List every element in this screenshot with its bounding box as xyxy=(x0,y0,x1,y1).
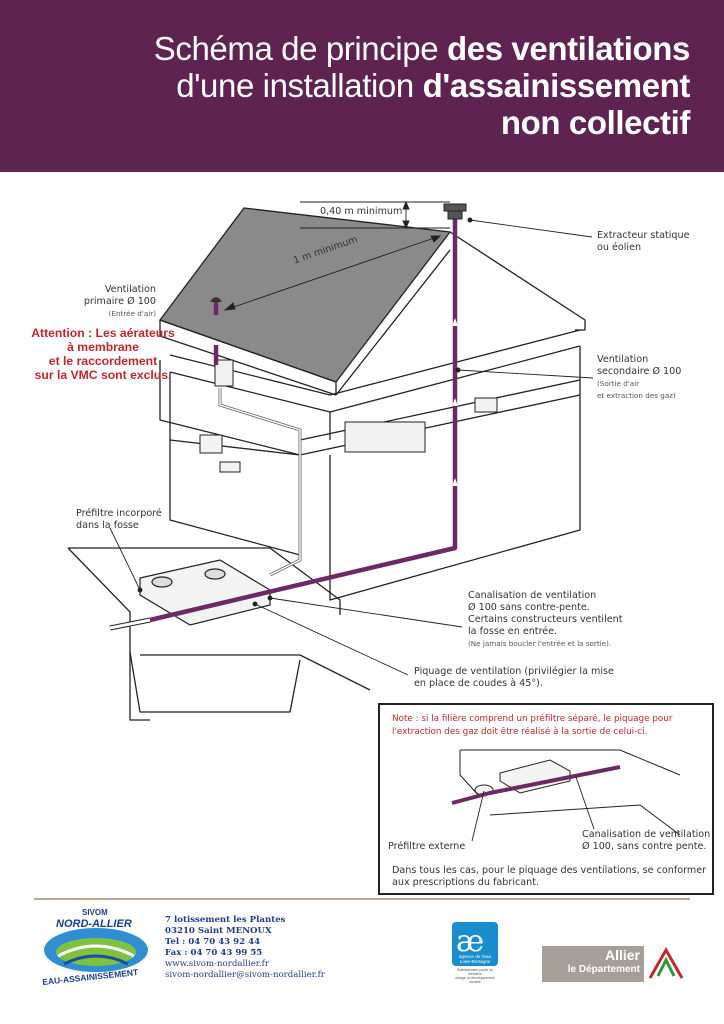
contact-address: 7 lotissement les Plantes 03210 Saint ME… xyxy=(165,915,325,980)
roof xyxy=(158,207,452,383)
sink xyxy=(199,434,223,454)
primary-vent-cap xyxy=(210,297,222,302)
bathtub xyxy=(344,421,426,453)
email-link[interactable]: sivom-nordallier@sivom-nordallier.fr xyxy=(165,970,325,980)
agence-ae-icon: æ xyxy=(456,924,485,959)
website-link[interactable]: www.sivom-nordallier.fr xyxy=(165,959,269,969)
distance-dimension xyxy=(224,235,441,311)
piquage-label: Piquage de ventilation (privilégier la m… xyxy=(414,666,614,689)
note-footer: Dans tous les cas, pour le piquage des v… xyxy=(392,865,707,888)
prefiltre-externe-label: Préfiltre externe xyxy=(388,841,466,852)
header-banner: Schéma de principe des ventilations d'un… xyxy=(0,0,724,172)
sivom-logo: SIVOM NORD-ALLIER EAU-ASSAINISSEMENT xyxy=(36,906,156,988)
septic-tank xyxy=(139,559,271,626)
footer-divider xyxy=(34,898,690,900)
allier-logo: Allier le Département xyxy=(542,946,688,982)
height-dimension-label: 0,40 m minimum xyxy=(320,206,403,217)
toilet xyxy=(214,359,234,387)
note-diagram xyxy=(451,749,681,842)
allier-emblem-icon xyxy=(648,946,684,979)
note-box: Note : si la filière comprend un préfilt… xyxy=(378,703,714,895)
extractor-cap xyxy=(443,203,467,220)
page-title: Schéma de principe des ventilations d'un… xyxy=(153,30,691,141)
washbasin xyxy=(474,397,498,413)
note-text: Note : si la filière comprend un préfilt… xyxy=(392,714,673,737)
